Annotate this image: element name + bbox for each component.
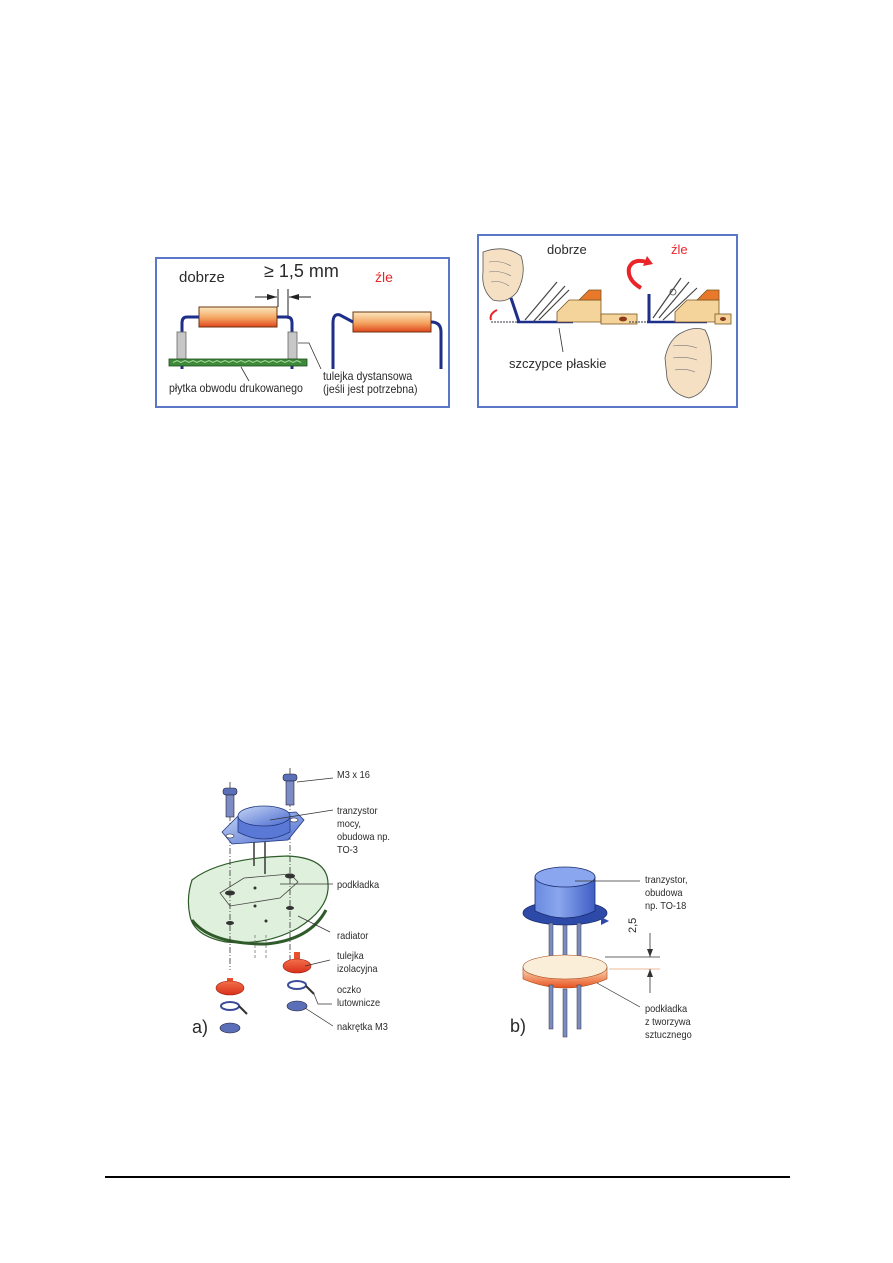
label-bushing-2: izolacyjna bbox=[337, 963, 378, 975]
bad-label: źle bbox=[671, 242, 688, 257]
label-to18-1: tranzystor, bbox=[645, 874, 688, 886]
panel-label-b: b) bbox=[510, 1016, 527, 1036]
label-transistor-3: obudowa np. bbox=[337, 831, 390, 843]
label-pad-3: sztucznego bbox=[645, 1029, 692, 1041]
figure-to3-mounting: M3 x 16 tranzystor mocy, obudowa np. TO-… bbox=[170, 760, 420, 1045]
label-nut: nakrętka M3 bbox=[337, 1021, 388, 1033]
label-to18-2: obudowa bbox=[645, 887, 683, 899]
lead-bending-illustration bbox=[482, 248, 732, 399]
label-heatsink: radiator bbox=[337, 930, 369, 942]
label-pad-1: podkładka bbox=[645, 1003, 688, 1015]
figure-to18-mounting: tranzystor, obudowa np. TO-18 2,5 podkła… bbox=[505, 855, 735, 1045]
label-lug-1: oczko bbox=[337, 984, 362, 996]
hand-left bbox=[482, 248, 524, 302]
panel-label-a: a) bbox=[192, 1017, 209, 1037]
dimension-2-5: 2,5 bbox=[627, 917, 639, 933]
label-bushing-1: tulejka bbox=[337, 950, 364, 962]
footer-rule bbox=[105, 1176, 790, 1178]
figure-lead-bending: dobrze źle szczypce płaskie bbox=[477, 234, 738, 408]
dimension-label: ≥ 1,5 mm bbox=[264, 261, 339, 281]
figure-resistor-mounting: dobrze ≥ 1,5 mm źle płytka obwodu drukow… bbox=[155, 257, 450, 408]
label-washer: podkładka bbox=[337, 879, 380, 891]
resistor-mounting-illustration bbox=[168, 289, 443, 382]
good-label: dobrze bbox=[179, 269, 225, 286]
to18-mounting-illustration bbox=[522, 866, 660, 1038]
spacer-label-line1: tulejka dystansowa bbox=[323, 369, 413, 383]
pliers-label: szczypce płaskie bbox=[509, 356, 607, 371]
pcb-label: płytka obwodu drukowanego bbox=[169, 381, 303, 395]
spacer-label-line2: (jeśli jest potrzebna) bbox=[323, 382, 418, 396]
bad-label: źle bbox=[375, 269, 393, 285]
hand-right bbox=[664, 328, 712, 399]
label-transistor-1: tranzystor bbox=[337, 805, 378, 817]
to3-mounting-illustration bbox=[187, 768, 334, 1034]
label-transistor-2: mocy, bbox=[337, 818, 361, 830]
label-to18-3: np. TO-18 bbox=[645, 900, 687, 912]
label-transistor-4: TO-3 bbox=[337, 844, 358, 856]
label-screw: M3 x 16 bbox=[337, 769, 370, 781]
good-label: dobrze bbox=[547, 242, 587, 257]
label-lug-2: lutownicze bbox=[337, 997, 381, 1009]
label-pad-2: z tworzywa bbox=[645, 1016, 691, 1028]
